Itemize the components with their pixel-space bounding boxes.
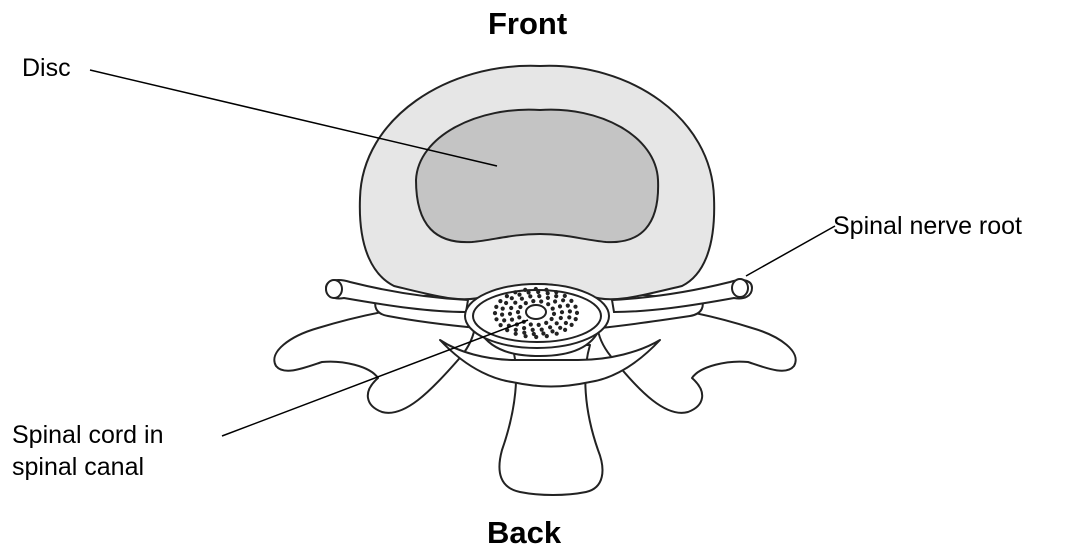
- cord-fiber-dot: [555, 332, 559, 336]
- cord-fiber-dot: [504, 301, 508, 305]
- cord-fiber-dot: [558, 326, 562, 330]
- spinal-cord-label-line1: Spinal cord in: [12, 419, 163, 451]
- cord-fiber-dot: [524, 301, 528, 305]
- nerve-root-leader-line: [746, 226, 835, 276]
- cord-fiber-dot: [531, 328, 535, 332]
- cord-fiber-dot: [516, 310, 520, 314]
- cord-fiber-dot: [559, 316, 563, 320]
- cord-fiber-dot: [546, 296, 550, 300]
- cord-fiber-dot: [500, 313, 504, 317]
- front-heading: Front: [488, 6, 567, 42]
- cord-fiber-dot: [502, 318, 506, 322]
- cord-fiber-dot: [510, 296, 514, 300]
- cord-fiber-dot: [537, 323, 541, 327]
- disc-label: Disc: [22, 52, 71, 84]
- cord-fiber-dot: [518, 305, 522, 309]
- cord-fiber-dot: [520, 297, 524, 301]
- cord-fiber-dot: [539, 299, 543, 303]
- right-nerve-root-end: [732, 279, 748, 297]
- spinal-cord-label-line2: spinal canal: [12, 451, 163, 483]
- cord-fiber-dot: [501, 307, 505, 311]
- cord-fiber-dot: [517, 315, 521, 319]
- cord-fiber-dot: [563, 294, 567, 298]
- disc: [360, 66, 714, 299]
- cord-fiber-dot: [505, 294, 509, 298]
- cord-fiber-dot: [509, 306, 513, 310]
- cord-fiber-dot: [570, 323, 574, 327]
- cord-fiber-dot: [522, 326, 526, 330]
- cord-fiber-dot: [528, 294, 532, 298]
- spinal-cord-central: [526, 305, 546, 319]
- cord-fiber-dot: [575, 311, 579, 315]
- cord-fiber-dot: [550, 317, 554, 321]
- cord-fiber-dot: [574, 317, 578, 321]
- cord-fiber-dot: [494, 305, 498, 309]
- cord-fiber-dot: [494, 317, 498, 321]
- cord-fiber-dot: [514, 332, 518, 336]
- cord-fiber-dot: [558, 304, 562, 308]
- cord-fiber-dot: [493, 311, 497, 315]
- cord-fiber-dot: [529, 322, 533, 326]
- cord-fiber-dot: [563, 328, 567, 332]
- cord-fiber-dot: [534, 287, 538, 291]
- cord-fiber-dot: [534, 335, 538, 339]
- cord-fiber-dot: [544, 321, 548, 325]
- cord-fiber-dot: [553, 299, 557, 303]
- cord-fiber-dot: [508, 312, 512, 316]
- cord-fiber-dot: [554, 290, 558, 294]
- cord-fiber-dot: [573, 305, 577, 309]
- cord-fiber-dot: [541, 331, 545, 335]
- left-nerve-root-end: [326, 280, 342, 298]
- cord-fiber-dot: [568, 309, 572, 313]
- cord-fiber-dot: [548, 325, 552, 329]
- cord-fiber-dot: [564, 321, 568, 325]
- cord-fiber-dot: [554, 294, 558, 298]
- cord-fiber-dot: [498, 299, 502, 303]
- cord-fiber-dot: [537, 294, 541, 298]
- cord-fiber-dot: [499, 323, 503, 327]
- disc-nucleus: [416, 110, 658, 243]
- cord-fiber-dot: [523, 288, 527, 292]
- cord-fiber-dot: [517, 293, 521, 297]
- cord-fiber-dot: [567, 315, 571, 319]
- spinal-nerve-root-label: Spinal nerve root: [833, 210, 1022, 242]
- cord-fiber-dot: [531, 299, 535, 303]
- cord-fiber-dot: [544, 288, 548, 292]
- cord-fiber-dot: [545, 334, 549, 338]
- cord-fiber-dot: [561, 298, 565, 302]
- cord-fiber-dot: [552, 312, 556, 316]
- spinal-cord-label: Spinal cord in spinal canal: [12, 419, 163, 483]
- cord-fiber-dot: [551, 307, 555, 311]
- cord-fiber-dot: [555, 321, 559, 325]
- cord-fiber-dot: [513, 301, 517, 305]
- cord-fiber-dot: [513, 290, 517, 294]
- cord-fiber-dot: [514, 328, 518, 332]
- cord-fiber-dot: [540, 328, 544, 332]
- cord-fiber-dot: [560, 310, 564, 314]
- cord-fiber-dot: [524, 334, 528, 338]
- cord-fiber-dot: [566, 304, 570, 308]
- cord-fiber-dot: [527, 290, 531, 294]
- cord-fiber-dot: [510, 318, 514, 322]
- cord-fiber-dot: [550, 329, 554, 333]
- back-heading: Back: [487, 515, 561, 551]
- cord-fiber-dot: [569, 299, 573, 303]
- cord-fiber-dot: [546, 302, 550, 306]
